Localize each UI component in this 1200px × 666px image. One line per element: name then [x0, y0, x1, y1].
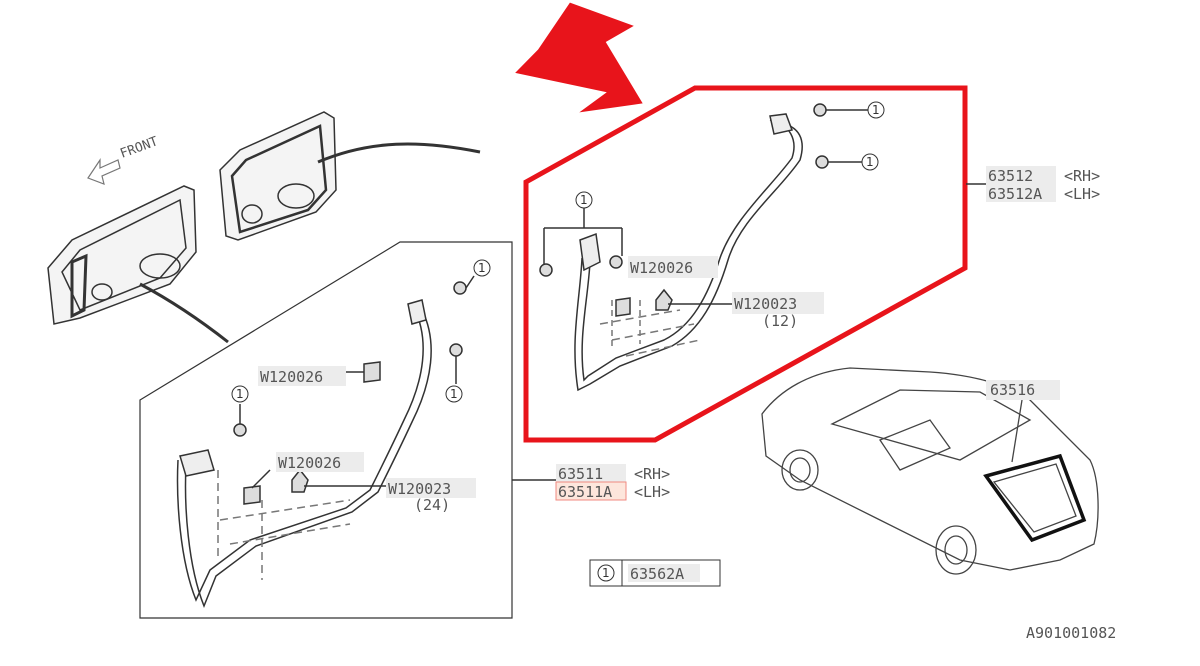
front-direction-indicator: FRONT — [87, 134, 160, 185]
callout-1-label: 1 — [872, 103, 880, 117]
front-label: FRONT — [118, 134, 160, 162]
callout-1-badge — [445, 385, 463, 403]
tailgate-seal-label-group: 63516 — [986, 380, 1060, 400]
rear-seal-callouts: 1 1 1 — [575, 101, 885, 209]
callout-1-badge — [473, 259, 491, 277]
legend-callout-1-badge — [597, 564, 615, 582]
callout-1-badge — [867, 101, 885, 119]
front-seal-callouts: 1 1 1 — [231, 259, 491, 403]
callout-1-badge — [231, 385, 249, 403]
callout-1-label: 1 — [478, 261, 486, 275]
front-arrow-icon — [87, 158, 121, 185]
callout-1-label: 1 — [450, 387, 458, 401]
car-illustration — [761, 367, 1099, 575]
clip-w120026-top-label: W120026 — [260, 368, 323, 386]
part-63512a-side: <LH> — [1064, 185, 1100, 203]
clip-w120026-mid-label: W120026 — [278, 454, 341, 472]
callout-1-label: 1 — [236, 387, 244, 401]
part-63511-label: 63511 — [558, 465, 603, 483]
front-door-seal-illustration — [176, 275, 556, 609]
part-63511a-label: 63511A — [558, 483, 612, 501]
highlight-arrow-icon — [515, 2, 643, 113]
front-seal-group-box — [139, 241, 513, 619]
legend-part-63562a-label: 63562A — [630, 565, 684, 583]
part-63512-side: <RH> — [1064, 167, 1100, 185]
rear-seal-labels: W120026 W120023 (12) 63512 <RH> 63512A <… — [628, 166, 1100, 330]
part-63511a-side: <LH> — [634, 483, 670, 501]
rear-door-seal-illustration — [539, 103, 986, 392]
clip-w120023-label: W120023 — [734, 295, 797, 313]
part-63512a-label: 63512A — [988, 185, 1042, 203]
callout-1-label: 1 — [866, 155, 874, 169]
part-63511-side: <RH> — [634, 465, 670, 483]
clip-w120023-label: W120023 — [388, 480, 451, 498]
front-seal-labels: W120026 W120026 W120023 (24) 63511 <RH> … — [258, 366, 670, 514]
clip-w120023-qty: (24) — [414, 496, 450, 514]
clip-w120026-label: W120026 — [630, 259, 693, 277]
part-63516-label: 63516 — [990, 381, 1035, 399]
figure-id-label: A901001082 — [1026, 624, 1116, 642]
callout-1-badge — [861, 153, 879, 171]
callout-1-badge — [575, 191, 593, 209]
part-63512-label: 63512 — [988, 167, 1033, 185]
legend-callout-1-label: 1 — [602, 566, 610, 580]
rear-seal-highlight-frame — [523, 85, 968, 443]
clip-legend: 1 63562A — [589, 559, 721, 587]
callout-1-label: 1 — [580, 193, 588, 207]
clip-w120023-qty: (12) — [762, 312, 798, 330]
door-shells-illustration — [47, 111, 481, 344]
